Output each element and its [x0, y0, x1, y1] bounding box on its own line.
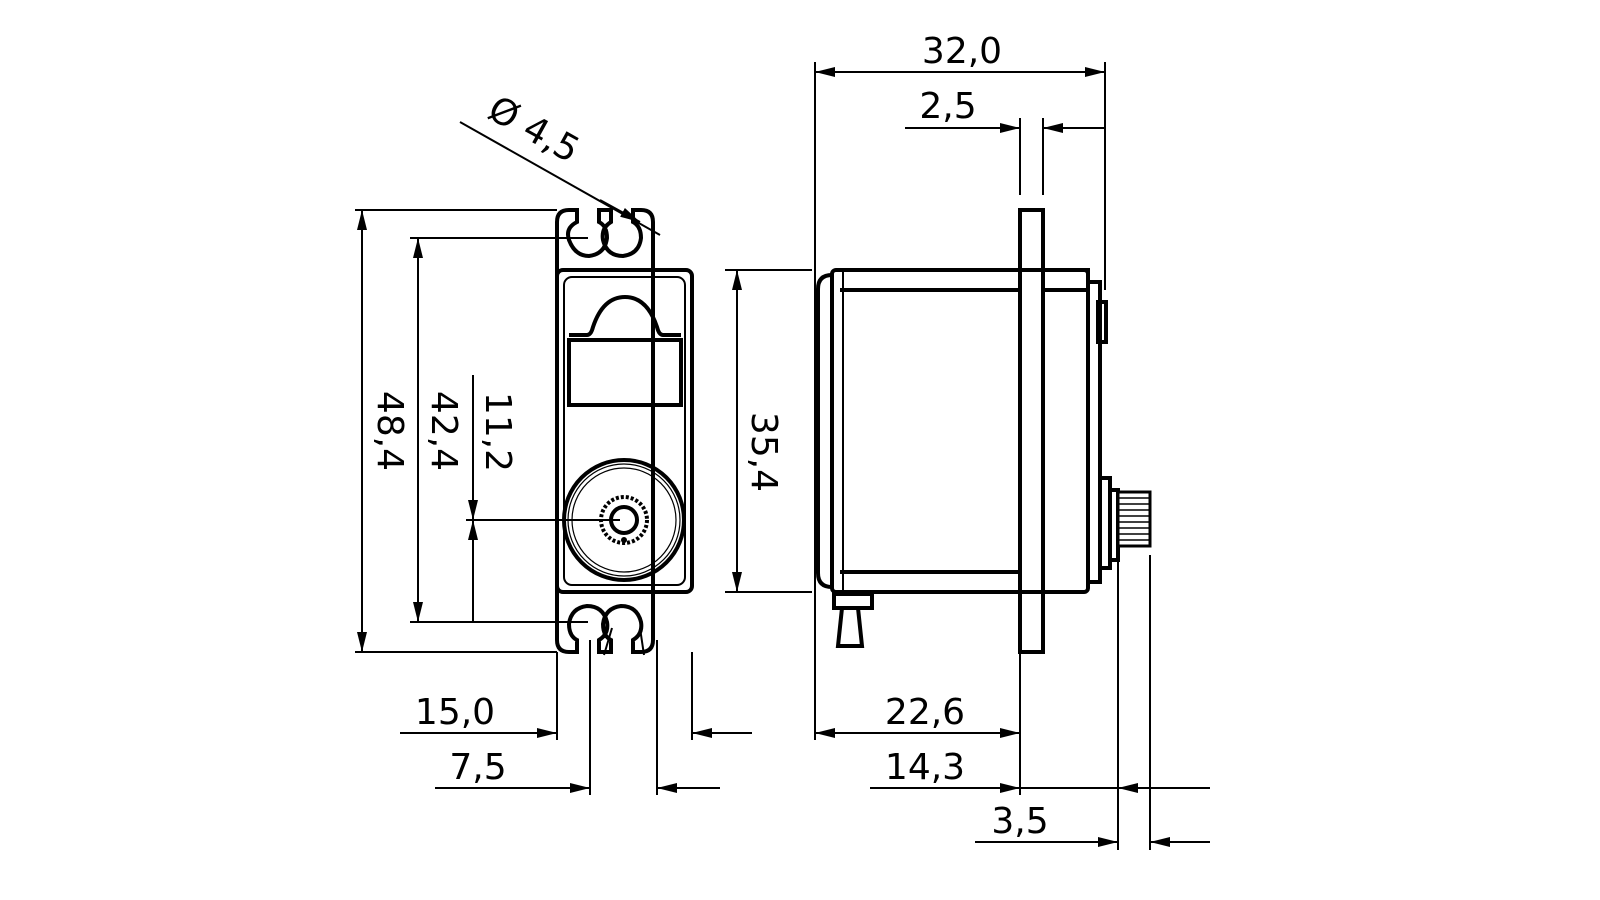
dim-15-0: 15,0 [415, 692, 495, 733]
dim-14-3: 14,3 [885, 747, 965, 788]
dim-48-4: 48,4 [369, 391, 410, 471]
front-view [555, 208, 694, 656]
dim-11-2: 11,2 [477, 392, 518, 472]
shaft-spline [1118, 497, 1150, 541]
side-view [816, 208, 1152, 654]
dim-32-0: 32,0 [922, 31, 1002, 72]
front-dimensions: 48,4 48,4 42,4 11,2 15,0 7,5 Ø 4,5 [355, 88, 752, 795]
dim-hole-diameter: Ø 4,5 [481, 88, 586, 171]
side-dimensions: 32,0 2,5 35,4 22,6 14,3 3,5 [725, 31, 1210, 850]
dim-3-5: 3,5 [991, 801, 1048, 842]
dim-42-4-label: 42,4 [423, 391, 464, 471]
dim-7-5: 7,5 [449, 747, 506, 788]
dim-35-4: 35,4 [743, 412, 784, 492]
dim-22-6: 22,6 [885, 692, 965, 733]
dim-2-5: 2,5 [919, 86, 976, 127]
